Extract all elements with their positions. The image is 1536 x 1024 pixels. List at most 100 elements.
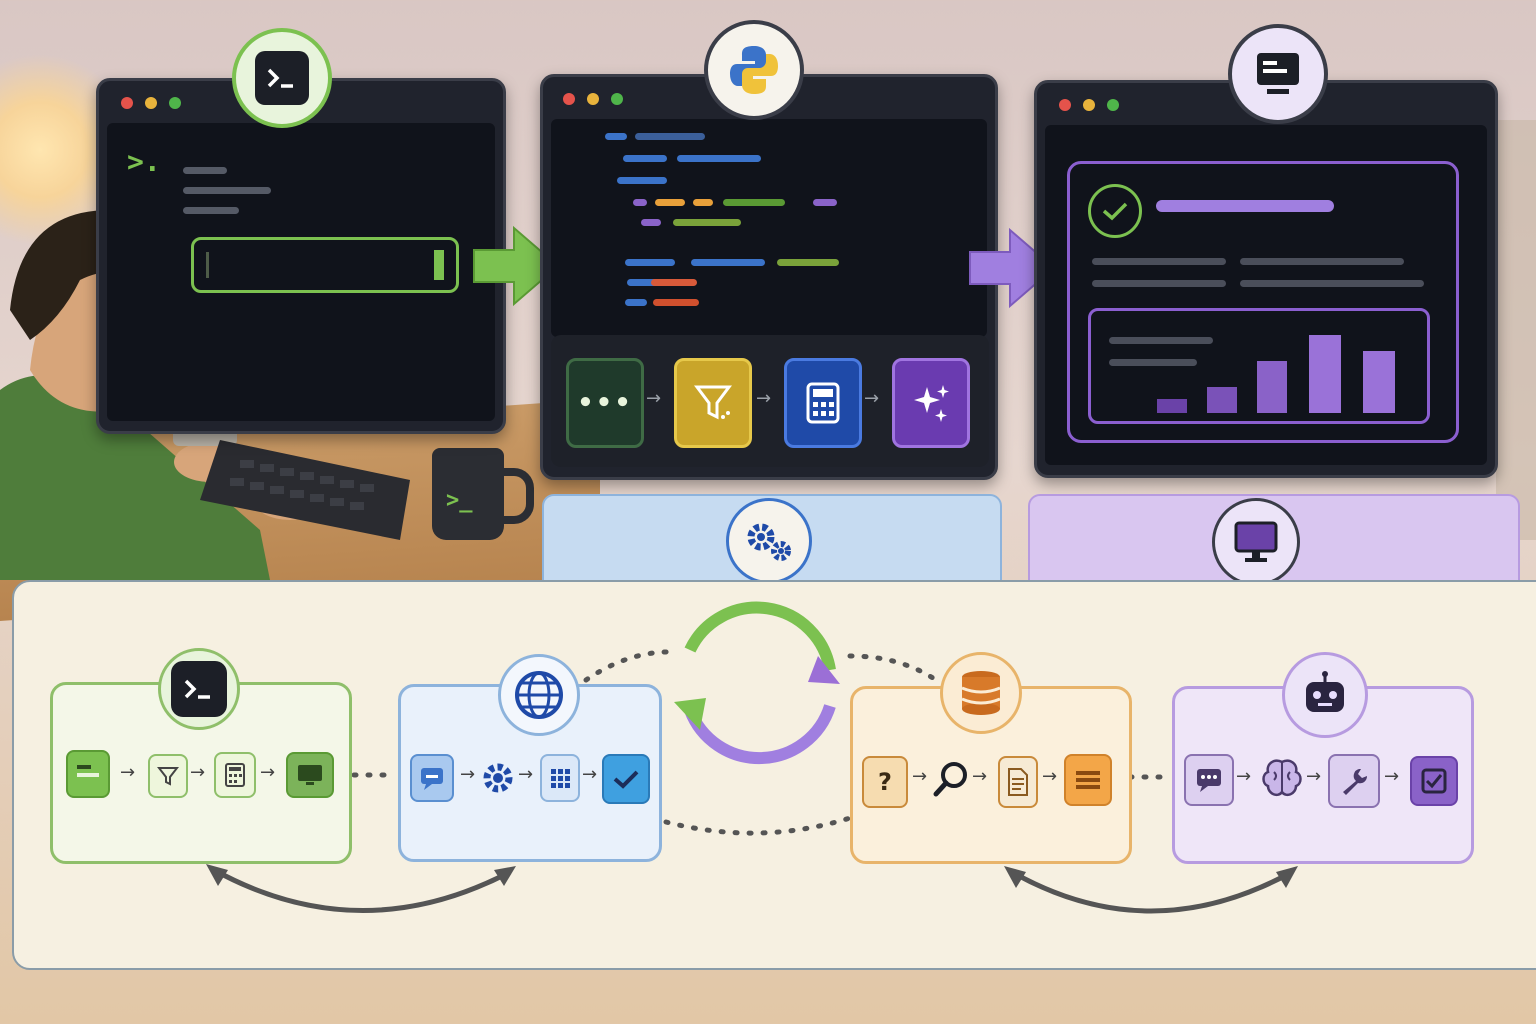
gear-icon bbox=[483, 763, 513, 793]
bar-chart-card bbox=[1088, 308, 1430, 424]
check-circle-icon bbox=[1088, 184, 1142, 238]
checkbox-step[interactable] bbox=[1410, 756, 1458, 806]
group-database-badge bbox=[940, 652, 1022, 734]
gear-step[interactable] bbox=[480, 760, 516, 800]
calculator-step[interactable] bbox=[214, 752, 256, 798]
step-arrow: → bbox=[756, 388, 772, 409]
step-arrow: → bbox=[864, 388, 880, 409]
step-arrow: → bbox=[582, 764, 598, 785]
step-arrow: → bbox=[518, 764, 534, 785]
ellipsis-icon: ••• bbox=[577, 388, 633, 418]
search-icon bbox=[933, 762, 967, 797]
chart-bar bbox=[1363, 351, 1395, 413]
globe-icon bbox=[515, 671, 563, 719]
calculator-icon bbox=[806, 382, 840, 424]
minimize-dot[interactable] bbox=[145, 97, 157, 109]
chat-icon bbox=[421, 768, 443, 790]
dashboard-card bbox=[1067, 161, 1459, 443]
display-badge bbox=[1212, 498, 1300, 586]
list-icon bbox=[1076, 771, 1100, 789]
terminal-input[interactable] bbox=[191, 237, 459, 293]
question-icon: ? bbox=[878, 768, 892, 796]
grid-step[interactable] bbox=[540, 754, 580, 802]
terminal-icon bbox=[171, 661, 227, 717]
maximize-dot[interactable] bbox=[611, 93, 623, 105]
mug-handle bbox=[496, 468, 534, 524]
checkbox-icon bbox=[1421, 768, 1447, 794]
chart-bar bbox=[1257, 361, 1287, 413]
close-dot[interactable] bbox=[121, 97, 133, 109]
step-arrow: → bbox=[1306, 766, 1322, 787]
mug-prompt: >_ bbox=[446, 488, 473, 513]
chart-bar bbox=[1157, 399, 1187, 413]
step-arrow: → bbox=[190, 762, 206, 783]
python-badge bbox=[704, 20, 804, 120]
keyboard bbox=[200, 440, 410, 540]
pipeline-step-calculator[interactable] bbox=[784, 358, 862, 448]
monitor-icon bbox=[298, 765, 322, 785]
minimize-dot[interactable] bbox=[1083, 99, 1095, 111]
step-arrow: → bbox=[260, 762, 276, 783]
pipeline-step-sparkles[interactable] bbox=[892, 358, 970, 448]
python-icon bbox=[730, 46, 778, 94]
arrow-purple bbox=[969, 227, 1056, 309]
close-dot[interactable] bbox=[1059, 99, 1071, 111]
group-terminal-badge bbox=[158, 648, 240, 730]
dashboard-window[interactable] bbox=[1034, 80, 1498, 478]
monitor-icon bbox=[1234, 521, 1278, 562]
calculator-icon bbox=[225, 763, 245, 787]
cursor bbox=[434, 250, 444, 280]
monitor-icon bbox=[1257, 53, 1299, 94]
step-arrow: → bbox=[646, 388, 662, 409]
group-web-badge bbox=[498, 654, 580, 736]
connector-layer bbox=[206, 601, 1298, 914]
code-editor bbox=[551, 119, 987, 337]
check-step[interactable] bbox=[602, 754, 650, 804]
mug: >_ bbox=[432, 448, 534, 540]
chat-dots-step[interactable] bbox=[1184, 754, 1234, 806]
grid-icon bbox=[551, 769, 570, 788]
monitor-step[interactable] bbox=[286, 752, 334, 798]
message-step[interactable] bbox=[66, 750, 110, 798]
filter-icon bbox=[157, 767, 179, 786]
chat-dots-icon bbox=[1197, 769, 1221, 792]
robot-icon bbox=[1306, 671, 1344, 712]
step-arrow: → bbox=[1384, 766, 1400, 787]
step-arrow: → bbox=[460, 764, 476, 785]
search-step[interactable] bbox=[932, 760, 970, 802]
dashboard-body bbox=[1045, 125, 1487, 465]
terminal-body: >. bbox=[107, 123, 495, 421]
close-dot[interactable] bbox=[563, 93, 575, 105]
step-arrow: → bbox=[1042, 766, 1058, 787]
filter-step[interactable] bbox=[148, 754, 188, 798]
step-arrow: → bbox=[120, 762, 136, 783]
chart-bar bbox=[1309, 335, 1341, 413]
filter-icon bbox=[694, 385, 732, 420]
step-arrow: → bbox=[912, 766, 928, 787]
database-icon bbox=[961, 671, 1001, 715]
message-icon bbox=[77, 765, 99, 777]
maximize-dot[interactable] bbox=[169, 97, 181, 109]
brain-step[interactable] bbox=[1258, 754, 1306, 806]
minimize-dot[interactable] bbox=[587, 93, 599, 105]
background-shelf bbox=[1496, 120, 1536, 540]
arrow-green bbox=[473, 225, 560, 307]
check-icon bbox=[613, 770, 639, 789]
chart-bar bbox=[1207, 387, 1237, 413]
terminal-window[interactable]: >. bbox=[96, 78, 506, 434]
cycle-arc-bottom bbox=[684, 704, 836, 765]
cycle-arc-top bbox=[684, 601, 836, 672]
question-step[interactable]: ? bbox=[862, 756, 908, 808]
group-robot-badge bbox=[1282, 652, 1368, 738]
wrench-icon bbox=[1343, 769, 1368, 795]
chat-step[interactable] bbox=[410, 754, 454, 802]
wrench-step[interactable] bbox=[1328, 754, 1380, 808]
sparkles-icon bbox=[914, 385, 949, 422]
maximize-dot[interactable] bbox=[1107, 99, 1119, 111]
pipeline-step-ellipsis[interactable]: ••• bbox=[566, 358, 644, 448]
pipeline-step-filter[interactable] bbox=[674, 358, 752, 448]
document-icon bbox=[1008, 768, 1028, 796]
document-step[interactable] bbox=[998, 756, 1038, 808]
list-step[interactable] bbox=[1064, 754, 1112, 806]
step-arrow: → bbox=[1236, 766, 1252, 787]
